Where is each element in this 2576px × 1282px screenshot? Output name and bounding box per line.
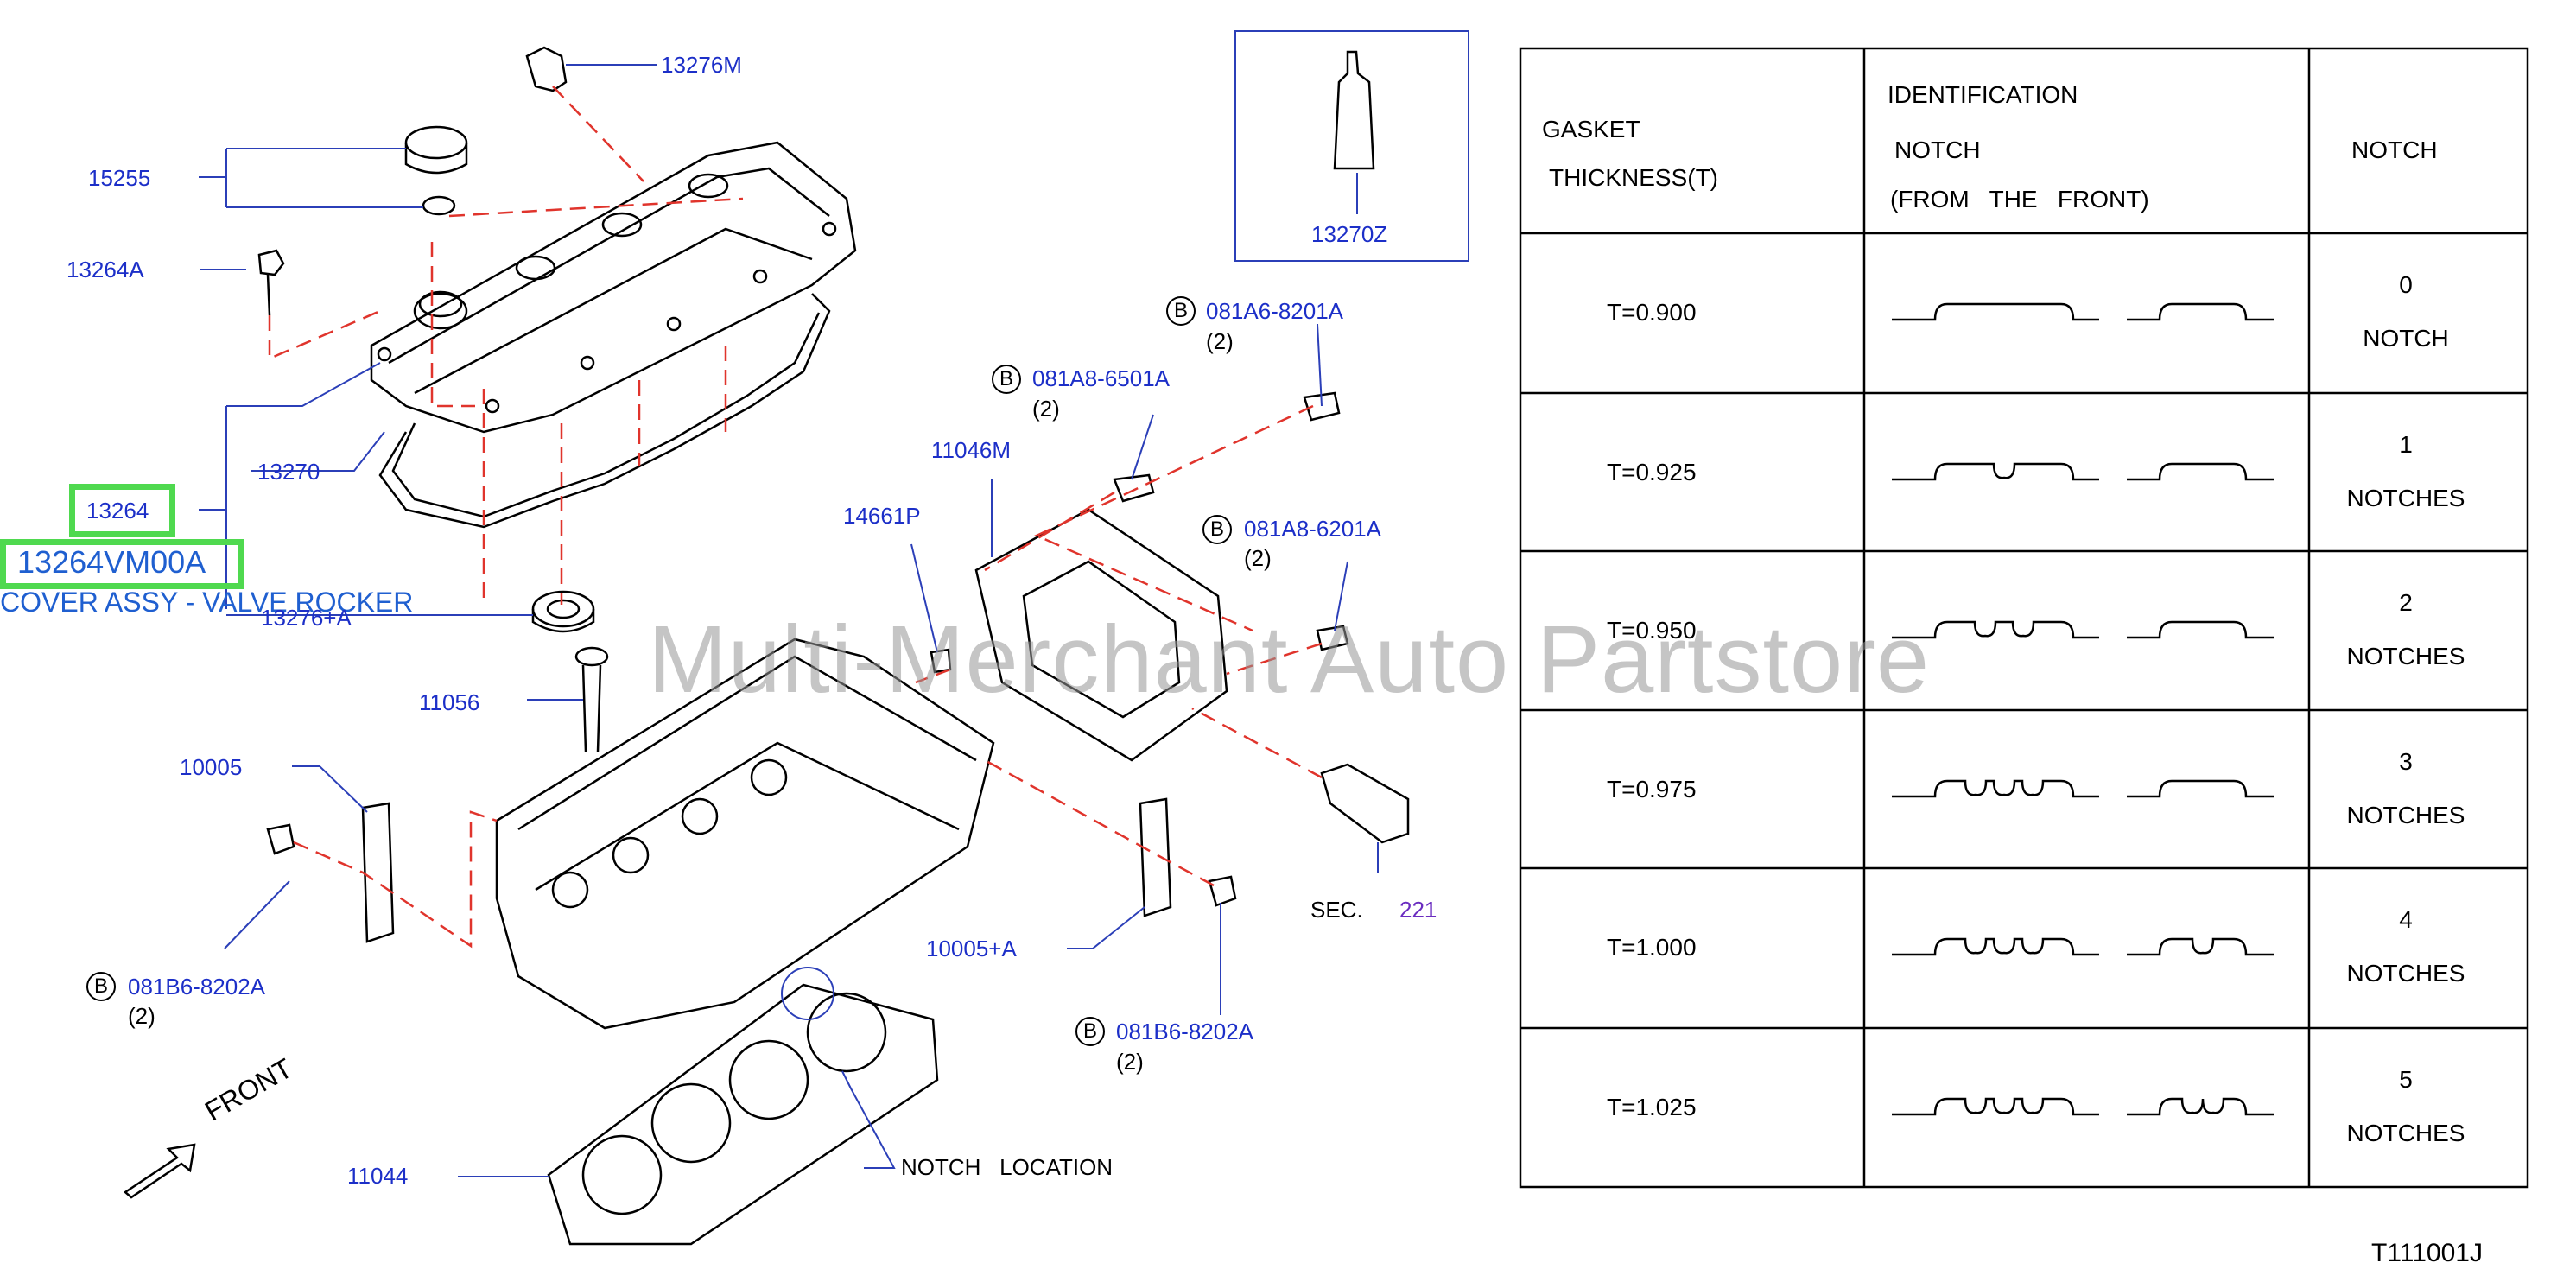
notch-profile (2127, 462, 2274, 481)
callout-10005A[interactable]: 10005+A (926, 936, 1017, 962)
b-marker-a8-62: B (1202, 515, 1232, 544)
qty-a6: (2) (1206, 328, 1234, 354)
inset-box (1234, 30, 1469, 262)
thickness-table-grid (1519, 47, 2529, 1189)
qty-left: (2) (128, 1003, 155, 1029)
callout-10005[interactable]: 10005 (180, 754, 243, 780)
notch-profile (1892, 1097, 2099, 1116)
callout-13270Z[interactable]: 13270Z (1311, 221, 1388, 247)
header-gasket-1: GASKET (1542, 116, 1640, 143)
highlight-13264 (69, 484, 175, 537)
callout-13276A[interactable]: 13276+A (261, 605, 352, 631)
notch-profile (2127, 302, 2274, 321)
row-notch-unit: NOTCHES (2346, 485, 2465, 511)
misc-parts (123, 46, 1410, 1246)
row-notch-count: 5 (2399, 1066, 2413, 1093)
callout-11056[interactable]: 11056 (419, 689, 480, 715)
b-marker-left: B (86, 972, 116, 1001)
qty-a8-65: (2) (1032, 396, 1060, 422)
notch-profile (2127, 620, 2274, 639)
notch-profile (2127, 937, 2274, 956)
leader-lines (199, 64, 1379, 1177)
header-ident-3: (FROM THE FRONT) (1890, 186, 2149, 213)
callout-15255[interactable]: 15255 (88, 165, 151, 191)
notch-profile (1892, 620, 2099, 639)
qty-a8-62: (2) (1244, 545, 1272, 571)
callout-081B6-8202A-right[interactable]: 081B6-8202A (1116, 1019, 1254, 1044)
notch-location-label: NOTCH LOCATION (901, 1154, 1114, 1180)
row-notch-unit: NOTCHES (2346, 802, 2465, 828)
callout-14661P[interactable]: 14661P (843, 503, 921, 529)
gasket-drawing (378, 293, 831, 529)
b-marker-right: B (1075, 1017, 1105, 1046)
header-notch: NOTCH (2351, 136, 2438, 163)
notch-profile (2127, 1097, 2274, 1116)
row-thickness: T=0.975 (1607, 776, 1697, 803)
notch-profile (1892, 302, 2099, 321)
header-ident-1: IDENTIFICATION (1888, 81, 2078, 108)
row-thickness: T=1.025 (1607, 1094, 1697, 1120)
callout-13270[interactable]: 13270 (257, 459, 320, 485)
callout-13264[interactable]: 13264 (86, 498, 149, 524)
row-thickness: T=0.950 (1607, 617, 1697, 644)
sec-number[interactable]: 221 (1399, 897, 1437, 923)
b-marker-a8-65: B (992, 365, 1021, 394)
row-notch-unit: NOTCHES (2346, 1120, 2465, 1146)
row-thickness: T=0.900 (1607, 299, 1697, 326)
callout-13276M[interactable]: 13276M (661, 52, 742, 78)
callout-13264A[interactable]: 13264A (67, 257, 144, 282)
row-notch-count: 3 (2399, 748, 2413, 775)
callout-081A6-8201A[interactable]: 081A6-8201A (1206, 298, 1344, 324)
qty-right: (2) (1116, 1049, 1144, 1075)
row-notch-count: 4 (2399, 906, 2413, 933)
callout-13264VM00A[interactable]: 13264VM00A (17, 544, 206, 580)
highlight-13264VM00A (0, 539, 244, 589)
row-notch-unit: NOTCHES (2346, 960, 2465, 987)
callout-11044[interactable]: 11044 (347, 1163, 409, 1189)
notch-profile (1892, 462, 2099, 481)
callout-11046M[interactable]: 11046M (931, 437, 1012, 463)
row-notch-unit: NOTCHES (2346, 643, 2465, 670)
row-notch-count: 1 (2399, 431, 2413, 458)
cover-description: COVER ASSY - VALVE ROCKER (0, 587, 414, 618)
watermark: Multi-Merchant Auto Partstore (648, 606, 1931, 713)
header-ident-2: NOTCH (1894, 136, 1981, 163)
callout-081B6-8202A-left[interactable]: 081B6-8202A (128, 974, 266, 1000)
sec-label: SEC. (1310, 897, 1363, 923)
callout-081A8-6501A[interactable]: 081A8-6501A (1032, 365, 1171, 391)
row-notch-count: 0 (2399, 271, 2413, 298)
callout-081A8-6201A[interactable]: 081A8-6201A (1244, 516, 1382, 542)
valve-cover-drawing (370, 141, 857, 434)
row-thickness: T=0.925 (1607, 459, 1697, 486)
row-notch-count: 2 (2399, 589, 2413, 616)
dashed-assembly-lines (268, 86, 1323, 949)
notch-profiles (1892, 302, 2274, 1116)
notch-profile (2127, 779, 2274, 798)
row-thickness: T=1.000 (1607, 934, 1697, 961)
b-marker-a6: B (1166, 296, 1196, 326)
diagram-code: T111001J (2371, 1239, 2483, 1267)
row-notch-unit: NOTCH (2363, 325, 2449, 352)
notch-profile (1892, 779, 2099, 798)
notch-profile (1892, 937, 2099, 956)
header-gasket-2: THICKNESS(T) (1549, 164, 1718, 191)
